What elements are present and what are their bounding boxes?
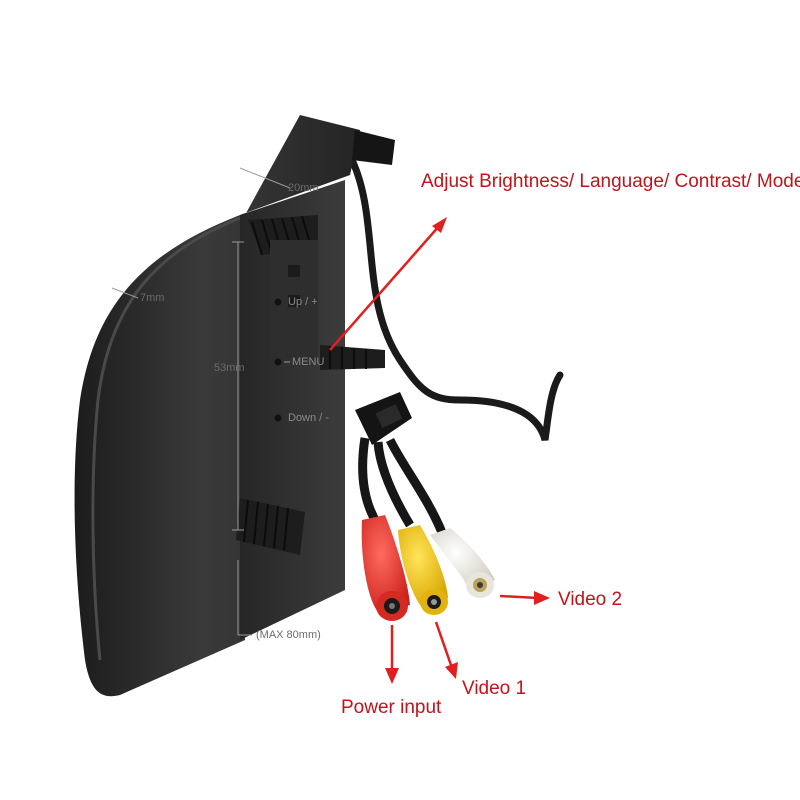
down-button-label: Down / - <box>288 412 329 424</box>
power-input-callout: Power input <box>341 697 442 718</box>
lower-bracket <box>236 498 305 555</box>
menu-functions-callout: Adjust Brightness/ Language/ Contrast/ M… <box>421 171 800 192</box>
menu-button <box>274 358 282 366</box>
video1-callout: Video 1 <box>462 678 527 699</box>
cable-splitter <box>355 392 450 542</box>
power-plug <box>361 515 410 621</box>
power-cable <box>348 156 564 442</box>
bracket-height-dimension: 53mm <box>214 362 245 374</box>
video2-arrow <box>499 594 539 600</box>
video2-callout: Video 2 <box>558 589 623 610</box>
depth-dimension: 20mm <box>288 182 319 194</box>
up-button-label: Up / + <box>288 296 318 308</box>
thickness-dimension: 7mm <box>140 292 165 304</box>
video1-plug <box>398 525 448 615</box>
monitor-shell <box>74 115 361 697</box>
dimension-lines <box>111 167 291 636</box>
video1-arrow <box>434 621 454 669</box>
up-button <box>274 298 282 306</box>
top-clip <box>352 130 395 165</box>
middle-bracket <box>320 345 385 370</box>
menu-button-label: MENU <box>292 356 325 368</box>
callout-arrows <box>329 217 550 684</box>
video2-plug <box>430 528 495 598</box>
max-height-dimension: (MAX 80mm) <box>256 629 321 641</box>
menu-arrow <box>329 224 441 351</box>
down-button <box>274 414 282 422</box>
